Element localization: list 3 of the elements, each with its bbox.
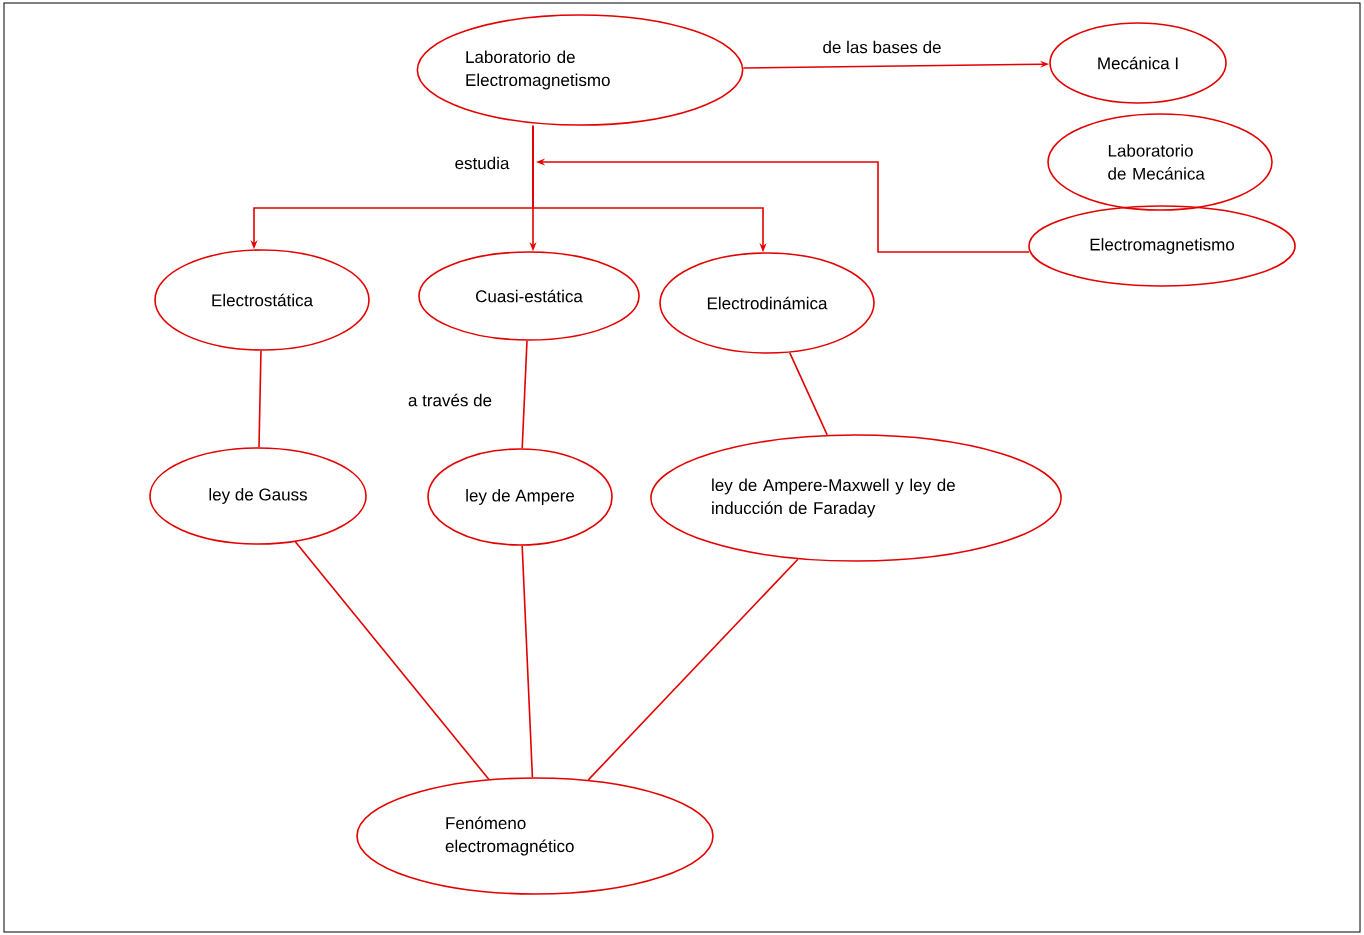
edge-label: de las bases de	[821, 39, 943, 55]
edge-label: a través de	[406, 392, 494, 408]
edge-label: estudia	[453, 155, 511, 171]
